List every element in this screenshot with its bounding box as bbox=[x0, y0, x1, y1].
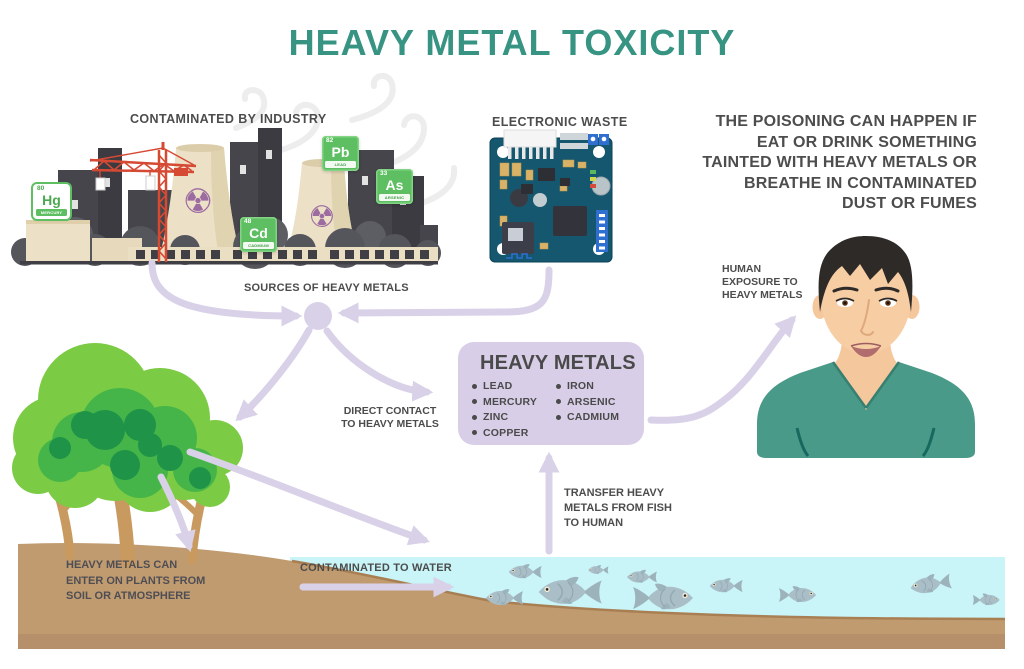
radiation-icon: ☢ ☢ bbox=[183, 182, 336, 235]
heavy-metals-column-2: IRON ARSENIC CADMIUM bbox=[556, 380, 619, 442]
element-badge-hg: 80 Hg MERCURY bbox=[33, 184, 70, 220]
list-item: LEAD bbox=[472, 380, 556, 392]
svg-text:☢: ☢ bbox=[183, 182, 213, 222]
sources-label: SOURCES OF HEAVY METALS bbox=[244, 282, 409, 294]
human-figure bbox=[757, 236, 975, 458]
human-exposure-label: HUMAN EXPOSURE TO HEAVY METALS bbox=[722, 263, 803, 301]
bullet-icon bbox=[472, 430, 477, 435]
flow-arrows bbox=[148, 259, 797, 598]
arrow-node-to-metals-box bbox=[323, 327, 434, 402]
element-badge-as: 33 As ARSENIC bbox=[376, 169, 413, 205]
ewaste-label: ELECTRONIC WASTE bbox=[492, 115, 628, 129]
element-badge-pb: 82 Pb LEAD bbox=[322, 136, 359, 172]
direct-contact-label: DIRECT CONTACT TO HEAVY METALS bbox=[341, 405, 439, 430]
svg-text:☢: ☢ bbox=[309, 200, 336, 235]
circuit-board bbox=[489, 129, 613, 263]
bullet-icon bbox=[556, 399, 561, 404]
list-item: MERCURY bbox=[472, 396, 556, 408]
bullet-icon bbox=[472, 383, 477, 389]
tree bbox=[12, 343, 243, 569]
arrow-node-to-tree bbox=[235, 326, 313, 422]
factory-base bbox=[20, 220, 438, 265]
list-item: COPPER bbox=[472, 427, 556, 439]
list-item: CADMIUM bbox=[556, 411, 619, 423]
arrow-industry-to-node bbox=[148, 259, 303, 327]
bullet-icon bbox=[472, 414, 477, 420]
list-item: ZINC bbox=[472, 411, 556, 423]
water-label: CONTAMINATED TO WATER bbox=[300, 562, 452, 574]
bullet-icon bbox=[472, 399, 477, 404]
transfer-label: TRANSFER HEAVY METALS FROM FISH TO HUMAN bbox=[564, 487, 672, 529]
arrow-tree-to-soil bbox=[157, 473, 196, 553]
arrow-ewaste-to-node bbox=[337, 266, 553, 324]
heavy-metals-box: HEAVY METALS LEAD MERCURY ZINC COPPER IR… bbox=[458, 342, 644, 445]
industry-label: CONTAMINATED BY INDUSTRY bbox=[130, 112, 327, 126]
arrow-tree-to-water bbox=[186, 448, 430, 546]
plants-label: HEAVY METALS CAN ENTER ON PLANTS FROM SO… bbox=[66, 559, 206, 602]
construction-crane bbox=[89, 142, 197, 262]
poisoning-text: THE POISONING CAN HAPPEN IF EAT OR DRINK… bbox=[702, 113, 977, 212]
heavy-metals-title: HEAVY METALS bbox=[480, 352, 636, 374]
arrow-metals-box-to-human bbox=[647, 315, 797, 424]
sand-ground bbox=[18, 542, 1005, 649]
list-item: ARSENIC bbox=[556, 396, 619, 408]
bullet-icon bbox=[556, 414, 561, 420]
element-badge-cd: 48 Cd CADMIUM bbox=[240, 217, 277, 253]
bullet-icon bbox=[556, 383, 561, 389]
heavy-metals-column-1: LEAD MERCURY ZINC COPPER bbox=[472, 380, 556, 442]
sources-node bbox=[304, 302, 332, 330]
list-item: IRON bbox=[556, 380, 619, 392]
page-title: HEAVY METAL TOXICITY bbox=[288, 22, 736, 63]
